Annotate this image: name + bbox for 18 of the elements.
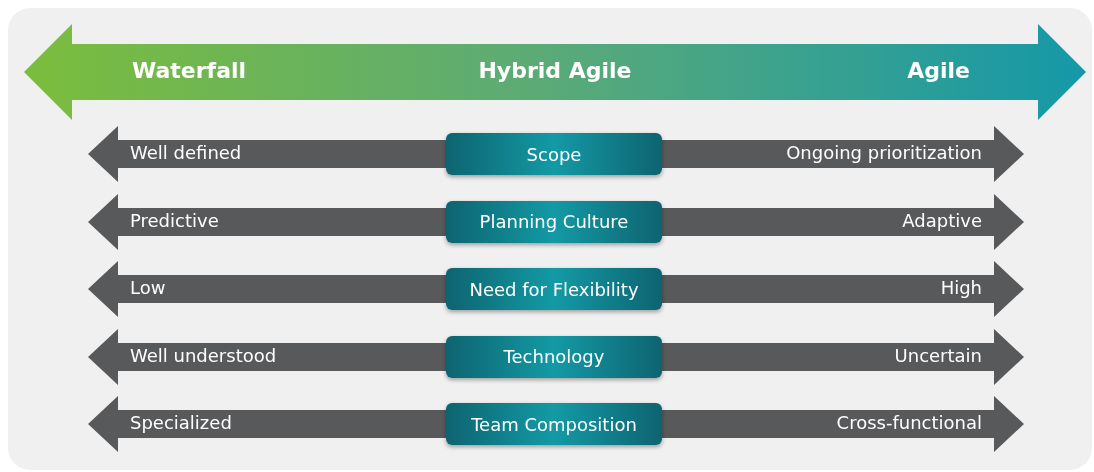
end-label: Uncertain: [894, 344, 982, 366]
end-label: Specialized: [130, 412, 232, 433]
category-box: Scope: [446, 133, 662, 175]
spectrum-label: Agile: [907, 58, 970, 83]
spectrum-label: Hybrid Agile: [478, 58, 632, 83]
end-label: High: [940, 277, 982, 298]
end-label: Well understood: [130, 344, 277, 366]
end-label: Adaptive: [902, 209, 982, 231]
category-box: Need for Flexibility: [446, 268, 662, 310]
end-label: Ongoing prioritization: [786, 142, 982, 163]
end-label: Predictive: [130, 209, 219, 231]
end-label: Well defined: [130, 142, 242, 163]
category-box: Planning Culture: [446, 200, 662, 243]
category-box: Team Composition: [446, 403, 662, 445]
end-label: Low: [130, 277, 166, 298]
spectrum-label: Waterfall: [132, 58, 247, 83]
category-box: Technology: [446, 335, 662, 378]
end-label: Cross-functional: [836, 412, 982, 433]
